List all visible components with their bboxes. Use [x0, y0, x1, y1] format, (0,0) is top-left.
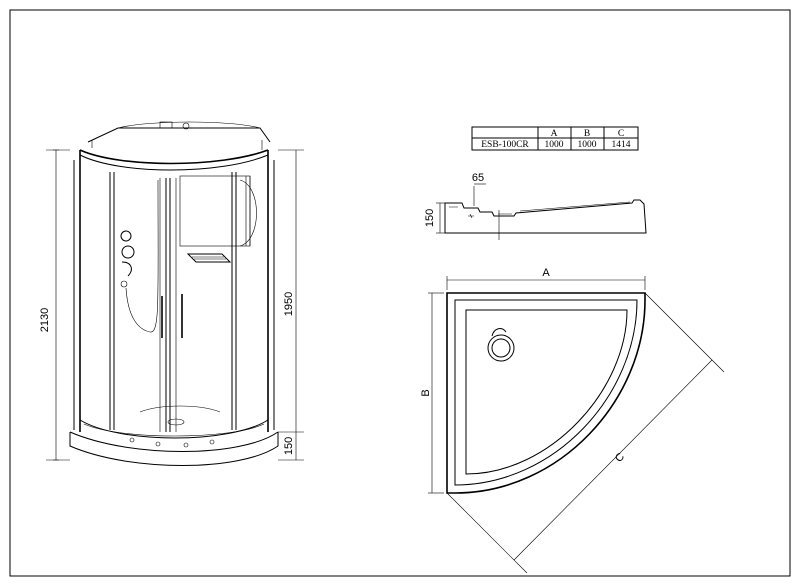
tray-plan-view	[428, 276, 725, 574]
shower-cabin-front-view	[46, 121, 304, 466]
table-cell-model: ESB-100CR	[481, 140, 529, 150]
table-cell-a: 1000	[545, 140, 564, 150]
dim-label-b: B	[420, 389, 432, 396]
table-header-b: B	[584, 129, 590, 139]
dim-total-height: 2130	[39, 308, 51, 332]
dim-label-a: A	[542, 267, 550, 279]
dim-rim-width: 65	[472, 172, 484, 184]
table-header-a: A	[551, 129, 558, 139]
dim-label-c: C	[613, 451, 627, 465]
table-cell-b: 1000	[578, 140, 597, 150]
dim-tray-height-front: 150	[283, 437, 295, 455]
tray-section-profile	[436, 183, 647, 240]
drawing-border	[9, 9, 791, 577]
table-cell-c: 1414	[612, 140, 631, 150]
dim-cabin-height: 1950	[283, 292, 295, 316]
dim-tray-height-section: 150	[424, 209, 436, 227]
table-header-c: C	[618, 129, 624, 139]
spec-table	[471, 126, 639, 151]
